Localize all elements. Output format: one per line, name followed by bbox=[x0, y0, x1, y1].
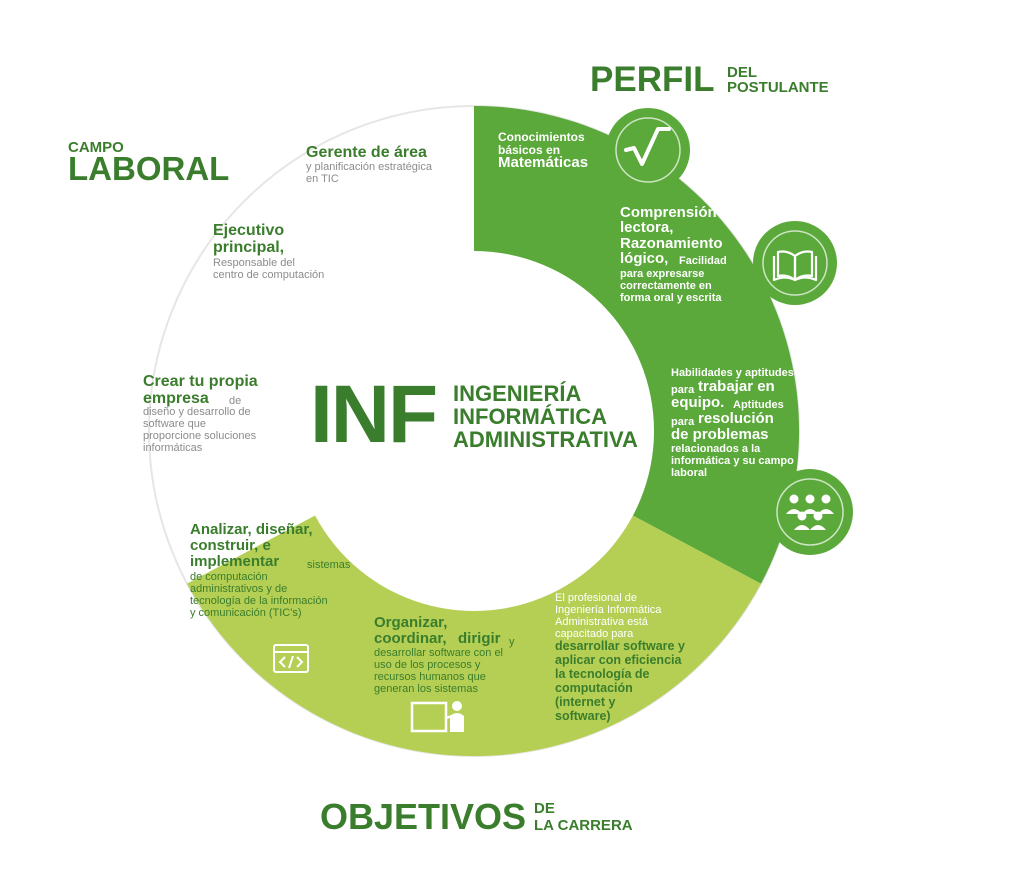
organizar-line4: uso de los procesos y bbox=[374, 659, 481, 671]
perfil-heading: PERFIL bbox=[590, 60, 715, 99]
organizar-line2a: coordinar, bbox=[374, 630, 447, 647]
profesional-line10: software) bbox=[555, 709, 611, 723]
habilidades-line3a: equipo. bbox=[671, 394, 725, 411]
profesional-line2: Ingeniería Informática bbox=[555, 604, 662, 616]
empresa-desc2: diseño y desarrollo de bbox=[143, 406, 251, 418]
habilidades-line4a: para bbox=[671, 416, 695, 428]
habilidades-line3b: Aptitudes bbox=[733, 399, 784, 411]
organizar-line3: desarrollar software con el bbox=[374, 647, 504, 659]
perfil-heading-small1: DEL bbox=[727, 64, 757, 81]
sqrt-icon-ring bbox=[615, 117, 681, 183]
habilidades-line5: de problemas bbox=[671, 426, 769, 443]
ejecutivo-desc2: centro de computación bbox=[213, 269, 325, 281]
matematicas-line1: Conocimientos bbox=[498, 130, 585, 144]
habilidades-line2b: trabajar en bbox=[698, 378, 775, 395]
analizar-line1: Analizar, diseñar, bbox=[190, 521, 313, 538]
comprension-line6: correctamente en bbox=[620, 280, 712, 292]
center-title-line3: ADMINISTRATIVA bbox=[453, 427, 638, 452]
ejecutivo-desc1: Responsable del bbox=[213, 257, 295, 269]
code-icon bbox=[273, 644, 309, 673]
empresa-desc1: de bbox=[229, 395, 242, 407]
analizar-line6: tecnología de la información bbox=[190, 595, 328, 607]
gerente-desc2: en TIC bbox=[306, 173, 339, 185]
profesional-line3: Administrativa está bbox=[555, 616, 648, 628]
organizar-line6: generan los sistemas bbox=[374, 683, 478, 695]
perfil-heading-small2: POSTULANTE bbox=[727, 79, 829, 96]
profesional-line4: capacitado para bbox=[555, 628, 634, 640]
analizar-line3b: sistemas bbox=[307, 559, 351, 571]
analizar-line3a: implementar bbox=[190, 553, 280, 570]
objetivos-heading-small1: DE bbox=[534, 800, 555, 817]
sqrt-icon bbox=[624, 127, 671, 166]
profesional-line7: la tecnología de bbox=[555, 667, 650, 681]
habilidades-line2a: para bbox=[671, 384, 695, 396]
objetivos-heading-small2: LA CARRERA bbox=[534, 817, 633, 834]
gerente-title: Gerente de área bbox=[306, 144, 427, 161]
matematicas-line2: básicos en bbox=[498, 143, 561, 157]
profesional-line6: aplicar con eficiencia bbox=[555, 653, 682, 667]
habilidades-line7: informática y su campo bbox=[671, 455, 794, 467]
comprension-line4a: lógico, bbox=[620, 250, 669, 267]
book-icon bbox=[772, 250, 818, 282]
empresa-title2: empresa bbox=[143, 390, 209, 407]
analizar-line2: construir, e bbox=[190, 537, 271, 554]
comprension-line2: lectora, bbox=[620, 219, 674, 236]
book-icon-ring bbox=[762, 230, 828, 296]
profesional-line9: (internet y bbox=[555, 695, 616, 709]
team-icon bbox=[786, 494, 834, 530]
center-title-line1: INGENIERÍA bbox=[453, 381, 582, 406]
analizar-line5: administrativos y de bbox=[190, 583, 288, 595]
center-disc bbox=[294, 251, 654, 611]
analizar-line4: de computación bbox=[190, 571, 268, 583]
empresa-desc3: software que bbox=[143, 418, 206, 430]
empresa-title1: Crear tu propia bbox=[143, 373, 258, 390]
comprension-line5: para expresarse bbox=[620, 268, 705, 280]
center-abbreviation: INF bbox=[310, 369, 438, 460]
organizar-line2c: y bbox=[509, 636, 515, 648]
campo-heading: LABORAL bbox=[68, 150, 230, 187]
ejecutivo-title2: principal, bbox=[213, 239, 285, 256]
comprension-line3: Razonamiento bbox=[620, 235, 723, 252]
empresa-desc5: informáticas bbox=[143, 442, 203, 454]
gerente-desc1: y planificación estratégica bbox=[306, 161, 432, 173]
comprension-line1: Comprensión bbox=[620, 204, 717, 221]
organizar-line5: recursos humanos que bbox=[374, 671, 486, 683]
empresa-desc4: proporcione soluciones bbox=[143, 430, 257, 442]
profesional-line1: El profesional de bbox=[555, 592, 637, 604]
presenter-icon bbox=[410, 701, 464, 733]
organizar-line2b: dirigir bbox=[458, 630, 501, 647]
profesional-line5: desarrollar software y bbox=[555, 639, 685, 653]
team-icon-ring bbox=[776, 478, 844, 546]
habilidades-line8: laboral bbox=[671, 467, 708, 479]
comprension-line4b: Facilidad bbox=[679, 255, 727, 267]
analizar-line7: y comunicación (TIC's) bbox=[190, 607, 302, 619]
matematicas-line3: Matemáticas bbox=[498, 154, 589, 171]
habilidades-line1: Habilidades y aptitudes bbox=[671, 367, 794, 379]
ejecutivo-title1: Ejecutivo bbox=[213, 222, 285, 239]
habilidades-line4b: resolución bbox=[698, 410, 774, 427]
objetivos-heading: OBJETIVOS bbox=[320, 796, 527, 837]
center-title-line2: INFORMÁTICA bbox=[453, 404, 607, 429]
habilidades-line6: relacionados a la bbox=[671, 443, 761, 455]
comprension-line7: forma oral y escrita bbox=[620, 292, 722, 304]
organizar-line1: Organizar, bbox=[374, 614, 448, 631]
campo-heading-small: CAMPO bbox=[68, 139, 124, 156]
profesional-line8: computación bbox=[555, 681, 633, 695]
